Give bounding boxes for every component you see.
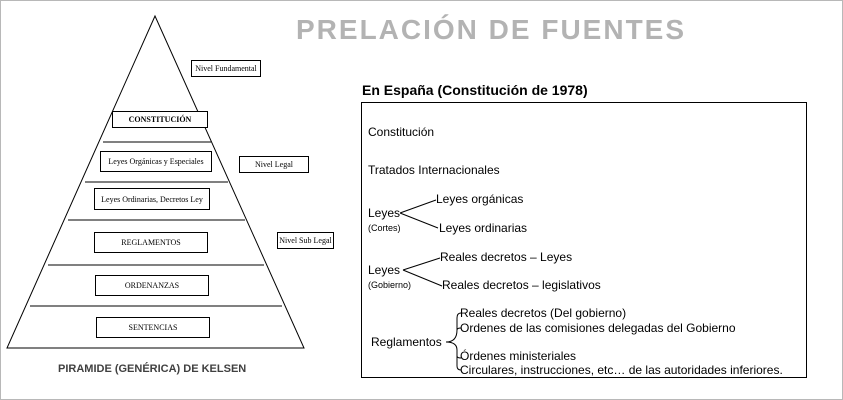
leyes-cortes-sub: (Cortes): [368, 223, 401, 233]
spain-title: En España (Constitución de 1978): [362, 82, 588, 98]
leyes-cortes-item: Leyes ordinarias: [439, 221, 528, 235]
leyes-cortes-item: Leyes orgánicas: [436, 192, 524, 206]
side-label-nivel-sub-legal: Nivel Sub Legal: [277, 232, 334, 249]
pyramid-level-reglamentos: REGLAMENTOS: [94, 232, 208, 253]
reglamentos-item: Órdenes ministeriales: [460, 349, 577, 363]
side-label-nivel-fundamental: Nivel Fundamental: [191, 60, 261, 77]
page-title: PRELACIÓN DE FUENTES: [296, 14, 687, 45]
leyes-gobierno-sub: (Gobierno): [368, 280, 412, 290]
spain-hierarchy-box: [361, 102, 807, 378]
pyramid-level-constitucion: CONSTITUCIÓN: [112, 111, 208, 128]
spain-tratados: Tratados Internacionales: [368, 163, 500, 177]
reglamentos-item: Ordenes de las comisiones delegadas del …: [460, 321, 736, 335]
reglamentos-item: Reales decretos (Del gobierno): [460, 306, 627, 320]
reglamentos-item: Circulares, instrucciones, etc… de las a…: [460, 363, 783, 377]
leyes-gobierno-label: Leyes: [368, 263, 401, 277]
leyes-gobierno-item: Reales decretos – legislativos: [442, 278, 601, 292]
pyramid-caption: PIRAMIDE (GENÉRICA) DE KELSEN: [58, 363, 247, 375]
pyramid-level-leyes-ordinarias: Leyes Ordinarias, Decretos Ley: [94, 188, 210, 210]
leyes-cortes-label: Leyes: [368, 206, 401, 220]
pyramid-level-leyes-organicas: Leyes Orgánicas y Especiales: [100, 151, 212, 172]
leyes-gobierno-item: Reales decretos – Leyes: [440, 250, 573, 264]
pyramid-level-ordenanzas: ORDENANZAS: [95, 275, 209, 296]
side-label-nivel-legal: Nivel Legal: [239, 156, 309, 173]
pyramid-level-sentencias: SENTENCIAS: [96, 317, 210, 338]
reglamentos-label: Reglamentos: [371, 335, 442, 349]
spain-constitucion: Constitución: [368, 125, 435, 139]
